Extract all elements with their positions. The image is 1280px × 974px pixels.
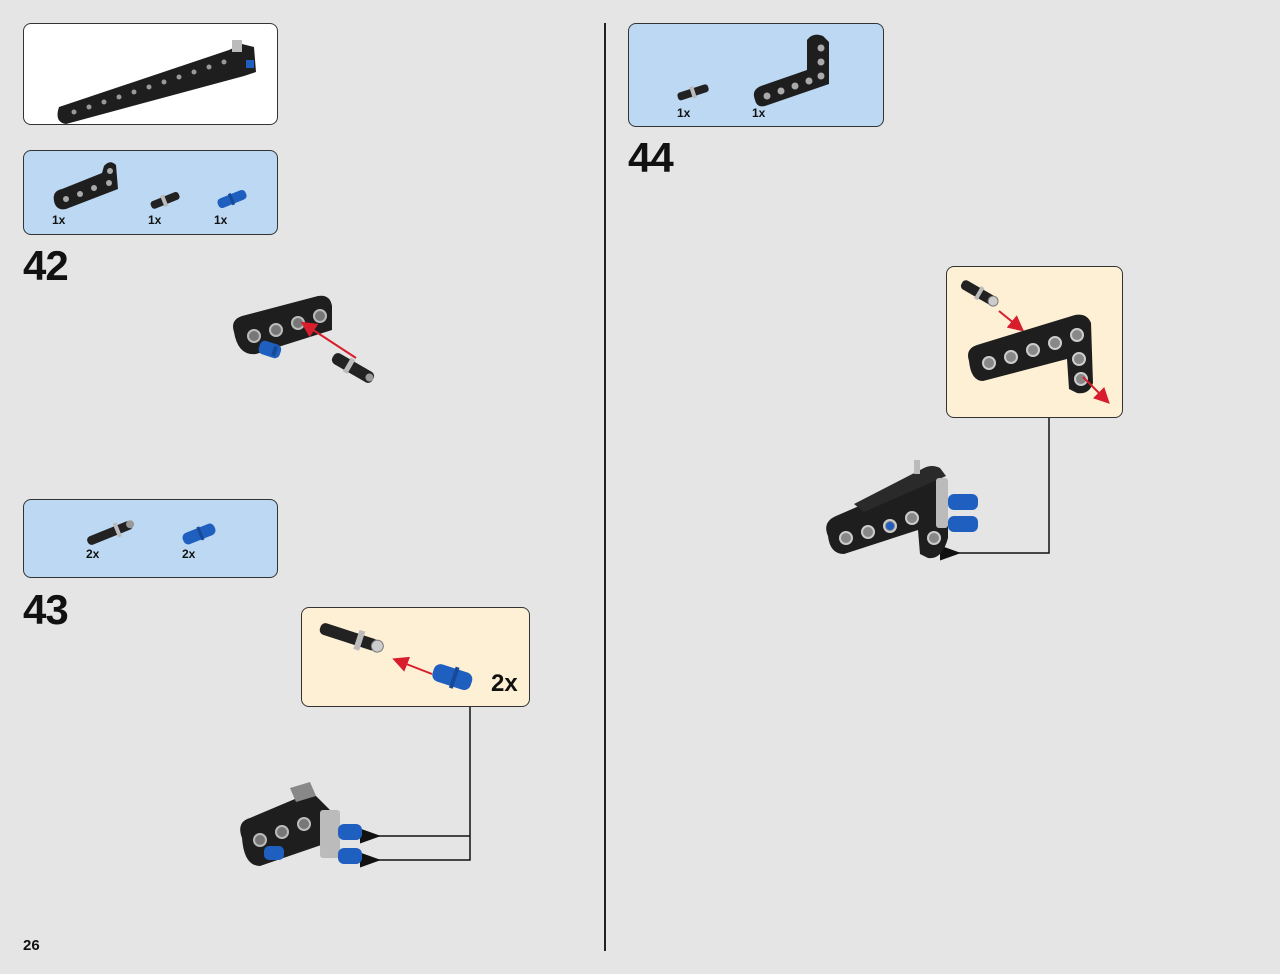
black-axle-pin-icon — [677, 84, 709, 101]
l-beam-5x3-icon — [753, 34, 829, 107]
step-43-parts-list: 2x 2x — [23, 499, 278, 578]
part-qty: 2x — [86, 547, 100, 561]
sub-assembly-illustration — [960, 280, 1110, 404]
step-43-assembly-illustration — [240, 707, 471, 868]
step-44-parts-list: 1x 1x — [628, 23, 884, 127]
sub-assembly-illustration — [319, 623, 473, 690]
l-beam-3x2-icon — [53, 162, 118, 210]
black-axle-pin-icon — [150, 191, 180, 209]
black-axle-pin-icon — [87, 520, 135, 545]
part-qty: 1x — [214, 213, 228, 227]
long-beam-assembly-icon — [57, 40, 256, 124]
blue-pin-icon — [182, 523, 216, 545]
step-42-parts-list: 1x 1x 1x — [23, 150, 278, 235]
step-number: 44 — [628, 134, 674, 181]
part-qty: 1x — [52, 213, 66, 227]
page-number: 26 — [23, 937, 40, 954]
step-42-assembly-illustration — [233, 295, 375, 383]
step-number: 42 — [23, 242, 69, 289]
part-qty: 1x — [752, 106, 766, 120]
result-preview-box — [23, 23, 278, 125]
step-number: 43 — [23, 586, 69, 633]
part-qty: 1x — [148, 213, 162, 227]
step-44-callout — [946, 266, 1123, 418]
blue-pin-icon — [217, 189, 247, 209]
part-qty: 1x — [677, 106, 691, 120]
callout-qty: 2x — [491, 670, 518, 697]
part-qty: 2x — [182, 547, 196, 561]
column-divider — [604, 23, 606, 951]
step-43-callout: 2x — [301, 607, 530, 707]
step-44-assembly-illustration — [826, 418, 1050, 561]
